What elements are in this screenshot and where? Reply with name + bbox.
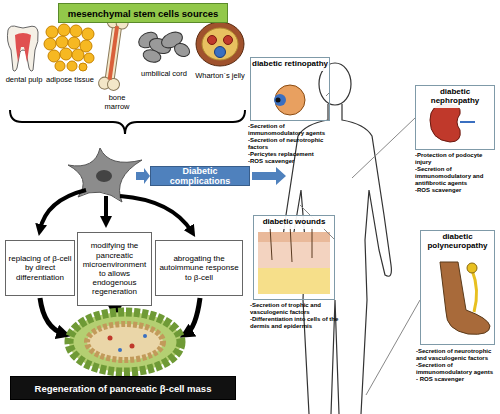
pancreatic-islet bbox=[69, 312, 181, 372]
bullet-point: -Secretion of immunomodulatory agents bbox=[416, 362, 498, 376]
capillary-dot bbox=[118, 348, 122, 352]
foot-shape bbox=[440, 262, 490, 334]
complication-panel: diabetic nephropathy bbox=[415, 85, 495, 150]
box-text: abrogating the autoimmune response to β-… bbox=[158, 254, 240, 282]
bullet-point: -Pericytes replacement bbox=[248, 151, 334, 158]
source-header-box: mesenchymal stem cells sources bbox=[58, 3, 228, 23]
fat-cell bbox=[46, 26, 58, 38]
bullet-point: -Secretion of neurotrophic and vasculoge… bbox=[416, 348, 498, 362]
fat-cell bbox=[58, 24, 70, 36]
mechanism-box: replacing of β-cell by direct differenti… bbox=[5, 240, 75, 296]
bullet-point: -Secretion of neurotrophic factors bbox=[248, 137, 334, 151]
fat-cell bbox=[82, 28, 94, 40]
outcome-box: Regeneration of pancreatic β-cell mass bbox=[10, 376, 236, 400]
blue-arrow bbox=[252, 167, 286, 185]
leader-line bbox=[352, 118, 415, 178]
fat-cell bbox=[55, 61, 65, 71]
dental-pulp-shape bbox=[15, 33, 31, 62]
curved-arrow bbox=[40, 298, 64, 334]
fat-cell bbox=[84, 53, 94, 63]
bullet-point: -ROS scavenger bbox=[415, 187, 497, 194]
box-text: modifying the pancreatic microenvironmen… bbox=[80, 241, 149, 296]
bullet-list: -Secretion of immunomodulatory agents-Se… bbox=[248, 123, 334, 165]
tooth-outline bbox=[7, 26, 38, 71]
bullet-list: -Secretion of neurotrophic and vasculoge… bbox=[416, 348, 498, 383]
fat-cell bbox=[48, 50, 60, 62]
vein bbox=[215, 47, 226, 58]
renal-vessel bbox=[460, 121, 475, 123]
dermis-layer bbox=[258, 242, 330, 268]
cord-coil bbox=[172, 41, 192, 59]
capillary-dot bbox=[108, 336, 113, 341]
artery bbox=[224, 36, 233, 45]
box-text: mesenchymal stem cells sources bbox=[68, 8, 219, 19]
source-label: Wharton`s jelly bbox=[192, 72, 248, 81]
capillary-dot bbox=[143, 334, 147, 338]
panel-heading: diabetic retinopathy bbox=[251, 58, 329, 71]
fat-cell bbox=[70, 25, 82, 37]
mechanism-box: abrogating the autoimmune response to β-… bbox=[155, 240, 243, 296]
complications-box: Diabetic complications bbox=[150, 166, 250, 186]
fat-cell bbox=[60, 48, 72, 60]
cell-nucleus bbox=[96, 170, 112, 182]
beta-cell-core bbox=[87, 324, 163, 360]
complication-panel: diabetic wounds bbox=[253, 215, 335, 300]
hypodermis-layer bbox=[258, 268, 330, 294]
bullet-point: -ROS scavenger bbox=[248, 158, 334, 165]
whartons-jelly-layer bbox=[202, 28, 238, 60]
curved-arrow bbox=[120, 196, 192, 232]
fat-cell bbox=[44, 38, 56, 50]
bullet-list: -Protection of podocyte injury-Secretion… bbox=[415, 152, 497, 194]
curved-arrow bbox=[186, 298, 200, 334]
panel-heading: diabetic nephropathy bbox=[416, 86, 494, 108]
hair-lines bbox=[270, 224, 312, 262]
complication-panel: diabetic polyneuropathy bbox=[420, 230, 495, 345]
nerve-fibre bbox=[472, 270, 477, 312]
leader-line bbox=[366, 300, 420, 395]
fat-cell bbox=[72, 49, 84, 61]
fat-cell bbox=[79, 63, 87, 71]
eyeball bbox=[275, 85, 305, 115]
panel-heading: diabetic wounds bbox=[254, 216, 334, 229]
source-label: bone marrow bbox=[96, 94, 138, 111]
bullet-point: -Secretion of immunomodulatory agents bbox=[248, 123, 334, 137]
artery bbox=[208, 36, 217, 45]
box-text: Diabetic complications bbox=[151, 166, 249, 186]
straight-arrow bbox=[104, 196, 108, 222]
bullet-point: -Differentiation into cells of the dermi… bbox=[250, 316, 340, 330]
cord-section-outer bbox=[196, 22, 244, 66]
epidermis-layer bbox=[258, 232, 330, 242]
neuron-body bbox=[467, 263, 477, 273]
blue-arrow bbox=[136, 168, 150, 184]
fat-cell bbox=[67, 61, 77, 71]
bullet-point: -Protection of podocyte injury bbox=[415, 152, 497, 166]
adipose-cells bbox=[44, 24, 94, 71]
bone-shaft bbox=[105, 24, 122, 83]
bone-drawing bbox=[98, 15, 129, 91]
curved-arrow bbox=[40, 190, 86, 230]
source-label: adipose tissue bbox=[45, 76, 95, 85]
complication-panel: diabetic retinopathy bbox=[250, 57, 330, 121]
capillary-dot bbox=[130, 344, 135, 349]
panel-heading: diabetic polyneuropathy bbox=[421, 231, 494, 253]
box-text: replacing of β-cell by direct differenti… bbox=[8, 254, 72, 282]
bullet-point: -Secretion of trophic and vasculogenic f… bbox=[250, 302, 340, 316]
pupil bbox=[276, 98, 281, 103]
kidney-shape bbox=[430, 104, 460, 142]
bullet-point: - ROS scavenger bbox=[416, 376, 498, 383]
iris bbox=[274, 94, 286, 106]
fat-cell bbox=[56, 36, 68, 48]
bone-marrow-core bbox=[108, 26, 119, 80]
grouping-brace bbox=[10, 110, 245, 134]
source-label: umbilical cord bbox=[138, 70, 190, 79]
umbilical-cord-drawing bbox=[136, 29, 192, 64]
source-label: dental pulp bbox=[3, 76, 45, 85]
box-text: Regeneration of pancreatic β-cell mass bbox=[35, 383, 212, 394]
fat-cell bbox=[68, 37, 80, 49]
mechanism-box: modifying the pancreatic microenvironmen… bbox=[77, 232, 152, 306]
bullet-point: -Secretion of immunomodulatory and antif… bbox=[415, 166, 497, 187]
bullet-list: -Secretion of trophic and vasculogenic f… bbox=[250, 302, 340, 330]
cord-coil bbox=[142, 48, 162, 64]
